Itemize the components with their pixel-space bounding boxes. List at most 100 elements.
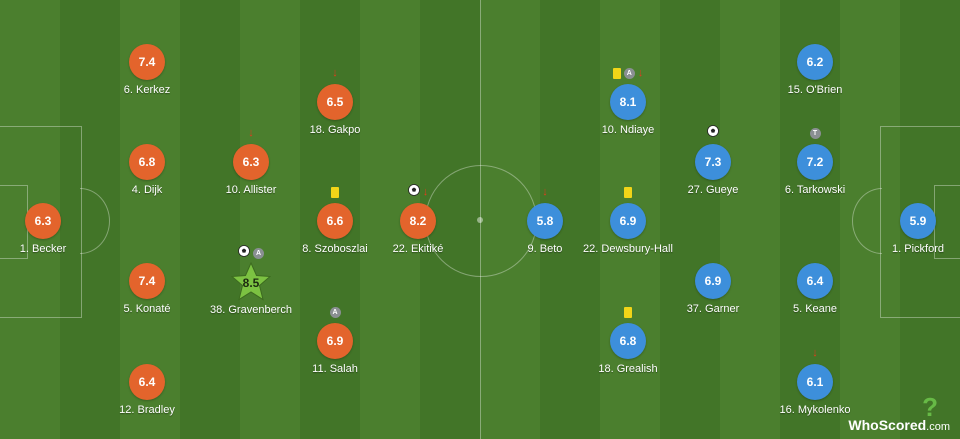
player-name-label: 10. Allister xyxy=(181,184,321,196)
home-player-2[interactable]: 7.4 6. Kerkez xyxy=(77,44,217,124)
player-event-icons xyxy=(598,305,658,319)
away-player-10[interactable]: ↓ 6.1 16. Mykolenko xyxy=(745,347,885,439)
player-name: Grealish xyxy=(616,363,658,375)
goal-ball-icon xyxy=(407,183,420,201)
away-player-7[interactable]: 6.2 15. O'Brien xyxy=(745,44,885,124)
player-rating-badge: 6.2 xyxy=(797,44,833,80)
player-name-label: 6. Kerkez xyxy=(77,84,217,96)
home-player-9[interactable]: 6.6 8. Szoboszlai xyxy=(265,186,405,283)
sub-off-arrow-icon: ↓ xyxy=(542,185,548,198)
whoscored-logo: WhoScored.com xyxy=(848,417,950,433)
player-name: Ekitiké xyxy=(410,243,444,255)
player-event-icons: ↓ xyxy=(305,66,365,80)
away-player-4[interactable]: 6.8 18. Grealish xyxy=(558,306,698,403)
player-event-icons: A xyxy=(305,305,365,319)
player-name-label: 15. O'Brien xyxy=(745,84,885,96)
player-name-label: 38. Gravenberch xyxy=(181,304,321,316)
sub-off-arrow-icon: ↓ xyxy=(422,185,429,198)
player-rating-badge: 6.3 xyxy=(25,203,61,239)
player-event-icons xyxy=(785,26,845,40)
motm-star-icon xyxy=(231,262,271,301)
player-number: 22. xyxy=(392,243,408,255)
away-player-3[interactable]: 6.9 22. Dewsbury-Hall xyxy=(558,186,698,283)
player-name-label: 6. Tarkowski xyxy=(745,184,885,196)
player-rating-badge: 7.4 xyxy=(129,263,165,299)
player-name-label: 8. Szoboszlai xyxy=(265,243,405,255)
player-name-label: 16. Mykolenko xyxy=(745,404,885,416)
player-number: 5. xyxy=(792,303,803,315)
player-name: Gakpo xyxy=(327,124,361,136)
player-rating-badge: 6.5 xyxy=(317,84,353,120)
player-number: 18. xyxy=(598,363,614,375)
whoscored-mark-icon: ? xyxy=(922,392,938,422)
center-spot xyxy=(477,217,483,223)
player-name: Ndiaye xyxy=(620,124,655,136)
player-number: 5. xyxy=(123,303,133,315)
player-number: 16. xyxy=(779,404,795,416)
player-rating-badge: 7.2 xyxy=(797,144,833,180)
player-name: Allister xyxy=(243,184,277,196)
player-name-label: 22. Dewsbury-Hall xyxy=(558,243,698,255)
player-rating-badge: 6.8 xyxy=(610,323,646,359)
player-name-label: 11. Salah xyxy=(265,363,405,375)
player-rating-badge: 7.4 xyxy=(129,44,165,80)
player-number: 18. xyxy=(309,124,325,136)
player-rating-badge: 6.4 xyxy=(797,263,833,299)
player-name: Dijk xyxy=(143,184,163,196)
player-rating-badge: 6.1 xyxy=(797,364,833,400)
player-rating-badge: 6.4 xyxy=(129,364,165,400)
home-player-6[interactable]: ↓ 6.3 10. Allister xyxy=(181,127,321,224)
player-rating-badge: 6.3 xyxy=(233,144,269,180)
sub-off-arrow-icon: ↓ xyxy=(248,126,254,139)
player-rating-badge: 6.6 xyxy=(317,203,353,239)
home-player-7[interactable]: A 8.5 38. Gravenberch xyxy=(181,245,321,344)
player-rating-badge: 6.9 xyxy=(317,323,353,359)
player-name: Kerkez xyxy=(136,84,171,96)
assist-icon: A xyxy=(329,306,341,318)
home-player-10[interactable]: A 6.9 11. Salah xyxy=(265,306,405,403)
away-player-9[interactable]: 6.4 5. Keane xyxy=(745,263,885,343)
player-name: Gueye xyxy=(705,184,739,196)
player-name: Gravenberch xyxy=(228,304,292,316)
player-rating-badge: 6.9 xyxy=(610,203,646,239)
player-number: 4. xyxy=(131,184,141,196)
sub-off-arrow-icon: ↓ xyxy=(637,66,644,79)
player-number: 15. xyxy=(787,84,803,96)
player-name: Bradley xyxy=(137,404,175,416)
player-rating-value: 8.5 xyxy=(242,276,260,290)
sub-off-arrow-icon: ↓ xyxy=(332,66,338,79)
player-event-icons xyxy=(117,245,177,259)
player-name: Pickford xyxy=(904,243,944,255)
player-rating-badge: 7.3 xyxy=(695,144,731,180)
player-name-label: 12. Bradley xyxy=(77,404,217,416)
home-player-5[interactable]: 6.4 12. Bradley xyxy=(77,364,217,439)
player-name: Szoboszlai xyxy=(314,243,368,255)
sub-off-arrow-icon: ↓ xyxy=(812,346,818,359)
home-player-8[interactable]: ↓ 6.5 18. Gakpo xyxy=(265,67,405,164)
yellow-card-icon xyxy=(624,306,632,318)
player-name-label: 5. Keane xyxy=(745,303,885,315)
player-number: 12. xyxy=(119,404,135,416)
player-rating-badge: 8.1 xyxy=(610,84,646,120)
player-event-icons: A xyxy=(221,245,281,260)
player-event-icons: T xyxy=(785,126,845,140)
player-event-icons: ↓ xyxy=(515,185,575,199)
yellow-card-icon xyxy=(612,67,621,79)
player-rating-badge: 5.8 xyxy=(527,203,563,239)
player-number: 9. xyxy=(527,243,537,255)
player-event-icons: ↓ xyxy=(388,183,448,201)
logo-suffix: .com xyxy=(926,421,950,433)
player-event-icons: A↓ xyxy=(598,66,658,80)
away-player-8[interactable]: T 7.2 6. Tarkowski xyxy=(745,127,885,224)
player-name: Becker xyxy=(32,243,67,255)
